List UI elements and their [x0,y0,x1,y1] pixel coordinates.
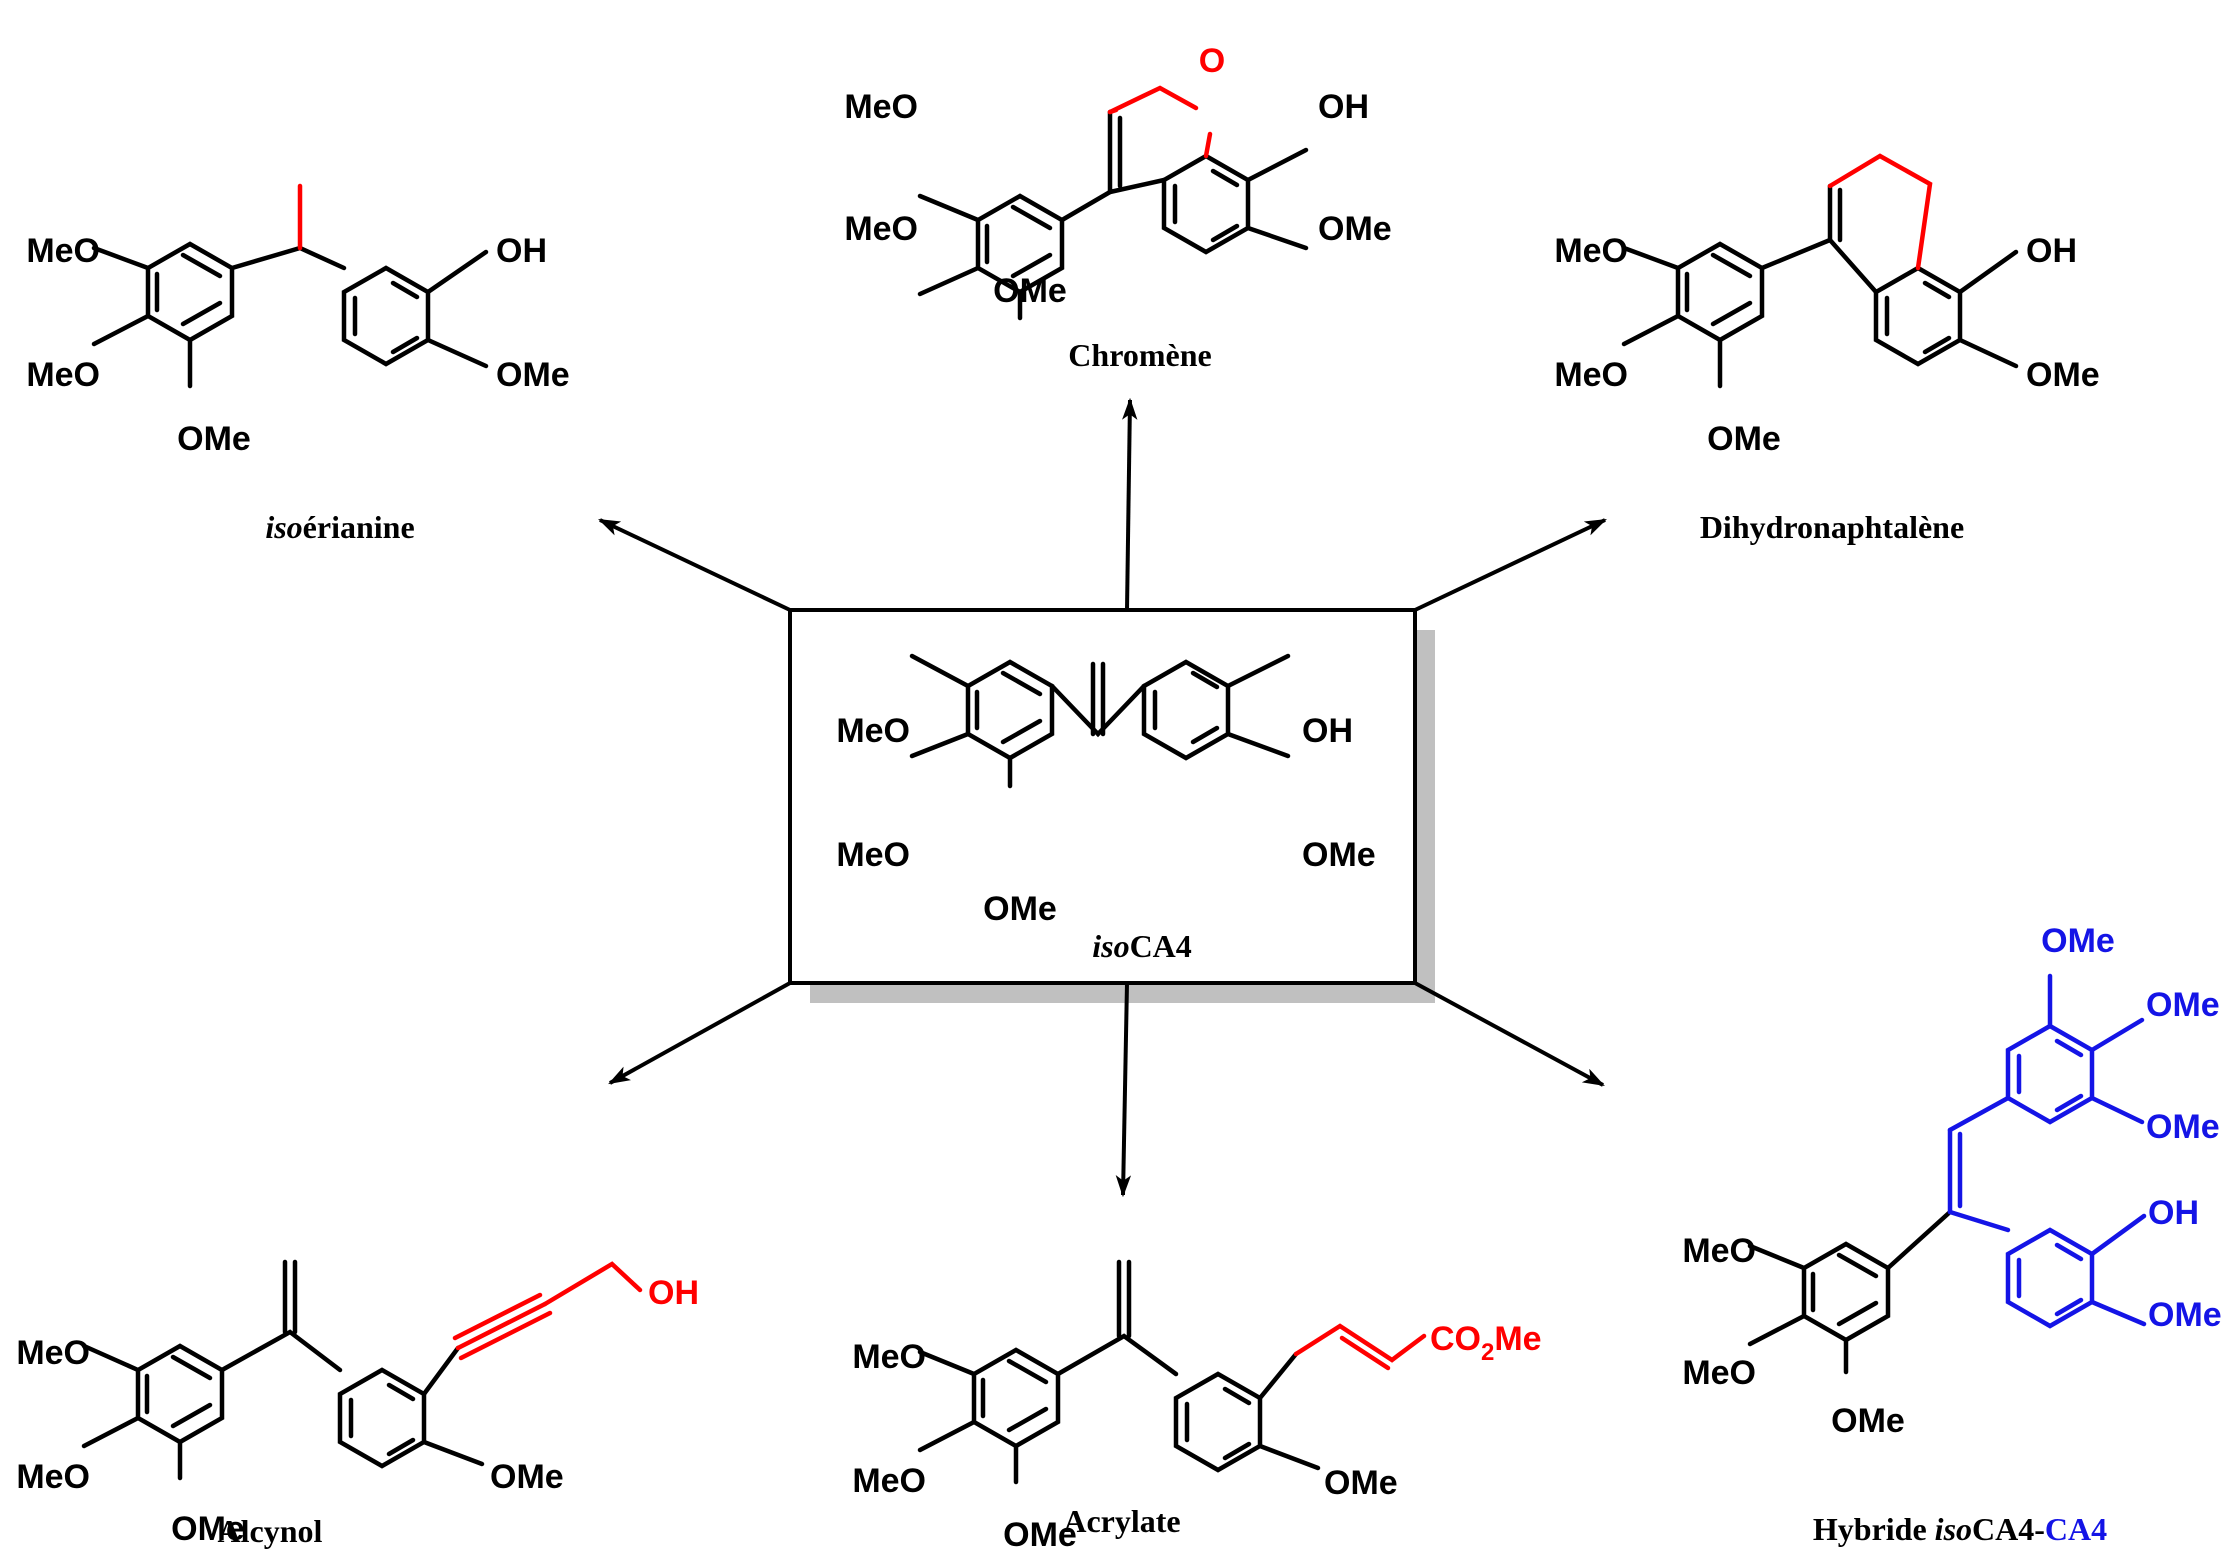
isoerianine-ome-right: OMe [496,356,570,394]
isoca4-ome-right: OMe [1302,836,1376,874]
chromene-ring-oxygen: O [1199,42,1225,80]
hybrid-blue-ome-right: OMe [2148,1296,2222,1334]
alcynol-meo-top: MeO [16,1334,90,1372]
molecule-hybrid-black [1747,1209,1953,1375]
hybrid-blue-ome-lower: OMe [2146,1108,2220,1146]
hybrid-blue-ome-top: OMe [2041,922,2115,960]
alcynol-oh: OH [648,1274,699,1312]
molecule-hybrid-blue [1947,973,2147,1329]
molecule-hybrid-labels-blue: OMe OMe OMe OH OMe [2041,922,2222,1334]
caption-dihydronaphthalene: Dihydronaphtalène [1700,509,1964,545]
acrylate-meo-top: MeO [852,1338,926,1376]
arrow-to-alcynol [608,981,791,1085]
acrylate-ome-right: OMe [1324,1464,1398,1502]
dihydronaphthalene-meo-mid: MeO [1554,356,1628,394]
hybrid-meo-top: MeO [1682,1232,1756,1270]
caption-isoerianine: isoérianine [265,509,414,545]
molecule-chromene-labels: MeO MeO OMe OH OMe [844,88,1391,310]
molecule-isoerianine-labels: MeO MeO OMe OH OMe [26,232,569,458]
molecule-acrylate-labels: MeO MeO OMe OMe [852,1338,1397,1554]
arrow-to-isoerianine [598,518,791,612]
dihydronaphthalene-meo-top: MeO [1554,232,1628,270]
dihydronaphthalene-ome-right: OMe [2026,356,2100,394]
molecule-isoca4-labels: MeO MeO OMe OH OMe [836,712,1375,928]
molecule-dihydronaphthalene-labels: MeO MeO OMe OH OMe [1554,232,2099,458]
molecule-alcynol-labels: MeO MeO OMe OMe [16,1334,563,1548]
alcynol-ome-right: OMe [490,1458,564,1496]
caption-hybrid: Hybride isoCA4-CA4 [1813,1511,2107,1547]
arrow-to-dihydronaphthalene [1414,518,1607,612]
alcynol-propargyl-red [452,1261,643,1361]
chromene-ome-right: OMe [1318,210,1392,248]
hybrid-blue-oh: OH [2148,1194,2199,1232]
alcynol-meo-mid: MeO [16,1458,90,1496]
arrow-to-acrylate [1115,982,1132,1198]
arrow-to-chromene [1122,397,1138,611]
molecule-alcynol [81,1259,485,1481]
chromene-meo-top: MeO [844,88,918,126]
caption-acrylate: Acrylate [1063,1503,1180,1539]
molecule-isoerianine [91,241,489,389]
dihydronaphthalene-ring-red [1827,153,1933,271]
hybrid-blue-ome-upper: OMe [2146,986,2220,1024]
acrylate-ome-bottom: OMe [1003,1516,1077,1554]
chromene-oh: OH [1318,88,1369,126]
molecule-chromene [917,109,1309,321]
chromene-ring-red [1107,85,1213,159]
molecule-acrylate [917,1259,1321,1485]
hybrid-meo-mid: MeO [1682,1354,1756,1392]
caption-chromene: Chromène [1068,337,1211,373]
acrylate-co2me: CO2Me [1430,1320,1542,1366]
isoerianine-meo-mid: MeO [26,356,100,394]
isoerianine-oh: OH [496,232,547,270]
arrows [598,397,1607,1198]
acrylate-meo-mid: MeO [852,1462,926,1500]
chromene-meo-mid: MeO [844,210,918,248]
molecule-dihydronaphthalene [1621,183,2019,389]
chromene-ome-bottom: OMe [993,272,1067,310]
isoerianine-meo-top: MeO [26,232,100,270]
dihydronaphthalene-oh: OH [2026,232,2077,270]
alcynol-ome-bottom: OMe [171,1510,245,1548]
molecule-isoca4 [909,653,1291,789]
acrylate-ester-red [1293,1323,1427,1371]
hybrid-ome-bottom: OMe [1831,1402,1905,1440]
arrow-to-hybrid [1414,981,1605,1087]
isoca4-meo-top: MeO [836,712,910,750]
isoca4-meo-mid: MeO [836,836,910,874]
isoerianine-ome-bottom: OMe [177,420,251,458]
isoca4-oh: OH [1302,712,1353,750]
caption-alcynol: Alcynol [218,1513,323,1549]
isoca4-ome-bottom: OMe [983,890,1057,928]
molecule-hybrid-labels-black: MeO MeO OMe [1682,1232,1905,1440]
caption-isoca4: isoCA4 [1092,928,1192,964]
dihydronaphthalene-ome-bottom: OMe [1707,420,1781,458]
